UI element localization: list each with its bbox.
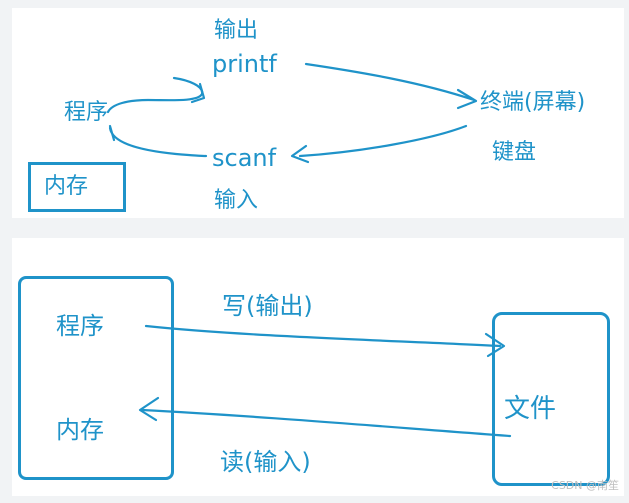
program-label-bottom: 程序 <box>56 312 104 340</box>
file-box <box>492 312 610 486</box>
program-label-top: 程序 <box>64 100 109 125</box>
arrow-output-to-program <box>106 76 204 114</box>
arrow-read <box>140 408 512 438</box>
read-label: 读(输入) <box>220 448 311 476</box>
keyboard-label: 键盘 <box>492 140 537 165</box>
arrowhead-program-to-scanf <box>108 124 116 142</box>
arrow-write <box>144 324 502 348</box>
arrowhead-printf-to-terminal <box>456 88 478 110</box>
memory-label-bottom: 内存 <box>56 416 104 444</box>
arrowhead-keyboard-to-scanf <box>290 144 310 164</box>
top-diagram-panel <box>12 8 624 218</box>
memory-box-top <box>28 162 126 212</box>
program-memory-box <box>18 276 174 480</box>
output-label: 输出 <box>214 18 259 43</box>
terminal-label: 终端(屏幕) <box>480 90 586 115</box>
arrow-program-to-scanf <box>108 126 208 158</box>
printf-label: printf <box>212 50 277 78</box>
arrowhead-output-to-program <box>190 82 206 104</box>
scanf-label: scanf <box>212 144 277 172</box>
memory-label-top: 内存 <box>44 174 89 199</box>
watermark: CSDN @南笙 <box>551 479 619 492</box>
arrow-printf-to-terminal <box>304 62 476 102</box>
write-label: 写(输出) <box>222 292 313 320</box>
arrowhead-write <box>484 332 506 358</box>
arrow-keyboard-to-scanf <box>298 124 468 158</box>
arrowhead-read <box>138 396 160 422</box>
bottom-diagram-panel <box>12 238 624 496</box>
file-label: 文件 <box>504 394 557 424</box>
input-label: 输入 <box>214 188 259 213</box>
